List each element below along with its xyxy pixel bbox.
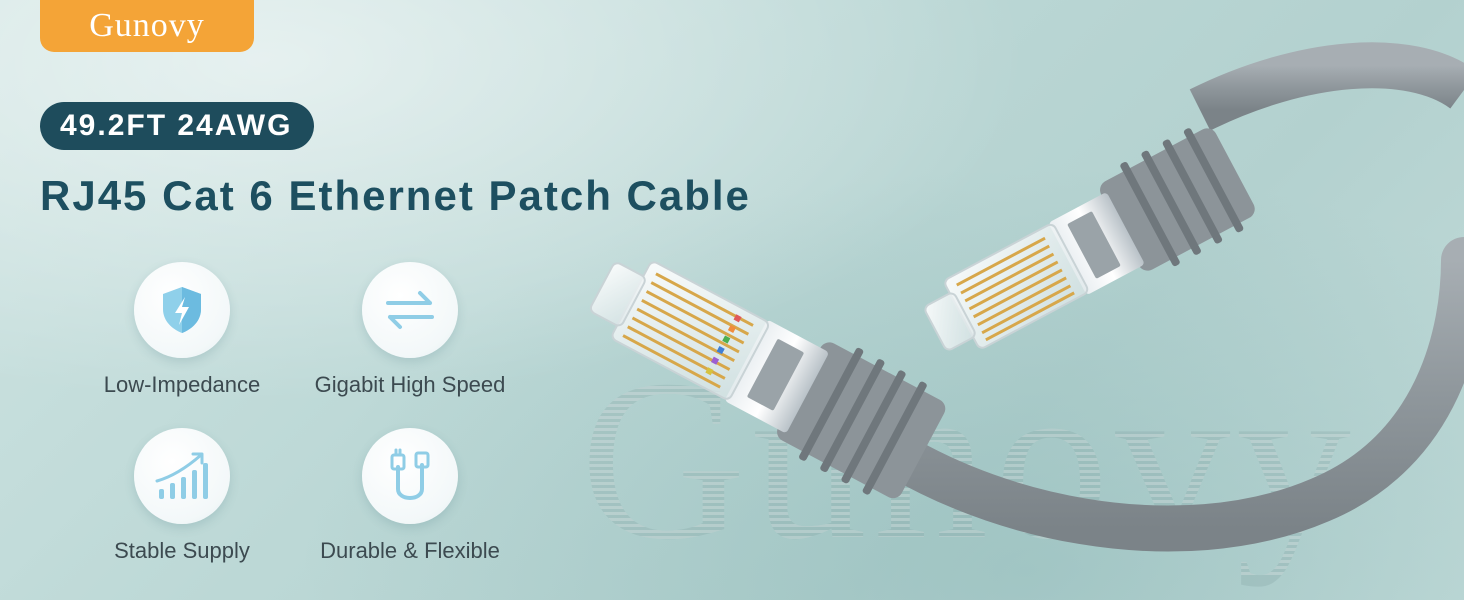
transfer-arrows-icon	[386, 291, 434, 329]
feature-badge	[134, 262, 230, 358]
feature-badge	[362, 428, 458, 524]
feature-label: Stable Supply	[114, 538, 250, 563]
shield-lightning-icon	[163, 287, 201, 333]
feature-badge	[362, 262, 458, 358]
feature-label: Gigabit High Speed	[314, 372, 506, 397]
feature-badge	[134, 428, 230, 524]
feature-durable-flexible: Durable & Flexible	[290, 428, 530, 564]
page-title: RJ45 Cat 6 Ethernet Patch Cable	[40, 172, 751, 219]
spec-badge-text: 49.2FT 24AWG	[60, 109, 293, 142]
brand-logo: Gunovy	[40, 0, 254, 52]
feature-low-impedance: Low-Impedance	[62, 262, 302, 398]
cable-icon	[390, 448, 430, 500]
brand-name: Gunovy	[89, 7, 205, 44]
feature-label: Low-Impedance	[103, 372, 261, 397]
ethernet-cable-illustration	[589, 42, 1464, 552]
feature-gigabit-high-speed: Gigabit High Speed	[290, 262, 530, 398]
spec-badge: 49.2FT 24AWG	[40, 102, 315, 150]
feature-label: Durable & Flexible	[320, 538, 500, 563]
feature-stable-supply: Stable Supply	[62, 428, 302, 564]
signal-growth-icon	[155, 452, 208, 499]
